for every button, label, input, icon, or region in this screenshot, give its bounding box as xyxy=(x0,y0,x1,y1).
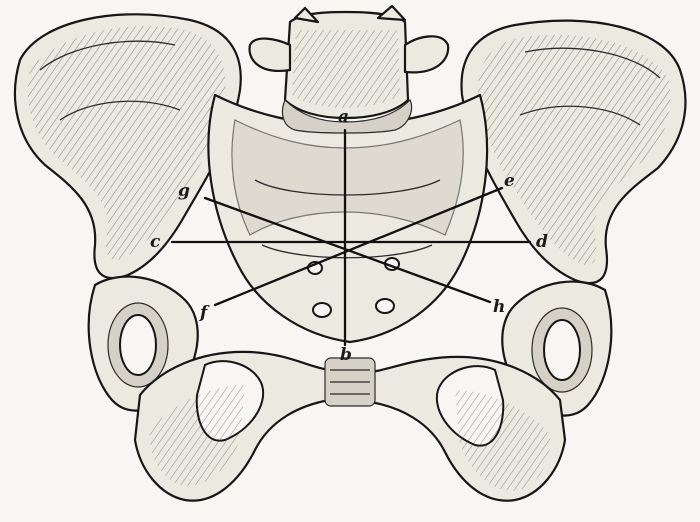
label-b: b xyxy=(340,345,352,365)
label-f: f xyxy=(199,303,210,323)
diameter-line-g-h xyxy=(203,196,492,304)
point-labels: a b c d e f g h xyxy=(150,107,548,365)
lumbar-vertebra xyxy=(248,4,450,134)
label-h: h xyxy=(493,297,505,317)
label-c: c xyxy=(150,232,161,252)
pubic-arch xyxy=(133,350,567,502)
label-a: a xyxy=(338,107,349,127)
label-e: e xyxy=(504,171,515,191)
left-ilium xyxy=(13,13,242,280)
diameter-line-e-f xyxy=(213,186,504,307)
label-g: g xyxy=(178,181,190,201)
diameter-lines xyxy=(170,128,532,347)
right-ilium xyxy=(460,19,687,285)
label-d: d xyxy=(536,232,548,252)
